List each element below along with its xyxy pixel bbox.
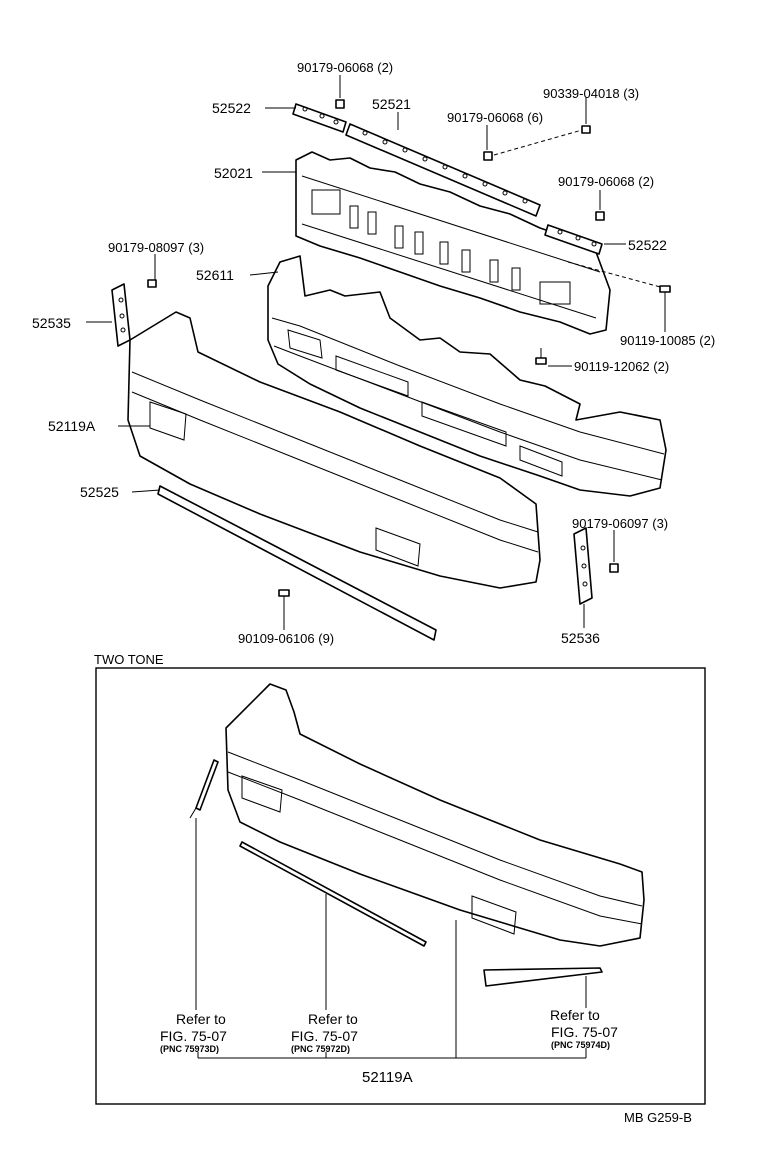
- svg-text:FIG. 75-07: FIG. 75-07: [291, 1028, 358, 1044]
- bracket-52522-left: [292, 103, 347, 133]
- svg-text:(PNC 75974D): (PNC 75974D): [551, 1040, 610, 1050]
- reference-note-75973D: Refer to FIG. 75-07 (PNC 75973D): [160, 1011, 227, 1054]
- svg-text:Refer to: Refer to: [308, 1011, 358, 1027]
- label-fastener-2: 90339-04018 (3): [543, 86, 639, 101]
- label-part-52535: 52535: [32, 315, 71, 331]
- label-part-52522-top: 52522: [212, 100, 251, 116]
- label-fastener-6: 90119-10085 (2): [620, 333, 715, 348]
- clip-nut-icon: [581, 125, 591, 134]
- label-part-52119A: 52119A: [48, 418, 96, 434]
- label-part-52536: 52536: [561, 630, 600, 646]
- bumper-cover-52119A: [127, 311, 541, 589]
- bolt-icon: [278, 589, 290, 610]
- label-fastener-5: 90179-08097 (3): [108, 240, 204, 255]
- clip-nut-icon: [595, 211, 605, 221]
- retainer-52535: [111, 283, 131, 347]
- label-fastener-1: 90179-06068 (2): [297, 60, 393, 75]
- energy-absorber-52611: [267, 255, 667, 497]
- two-tone-title: TWO TONE: [94, 652, 164, 667]
- label-part-52021: 52021: [214, 165, 253, 181]
- molding-75973D: [195, 759, 219, 811]
- clip-nut-icon: [147, 279, 157, 288]
- two-tone-frame: [95, 667, 706, 1105]
- retainer-52536: [573, 527, 593, 605]
- label-part-52522-right: 52522: [628, 237, 667, 253]
- svg-text:(PNC 75972D): (PNC 75972D): [291, 1044, 350, 1054]
- bumper-cover-two-tone: [225, 683, 645, 947]
- figure-code: MB G259-B: [624, 1110, 692, 1125]
- bolt-icon: [659, 285, 671, 306]
- label-fastener-9: 90109-06106 (9): [238, 631, 334, 646]
- svg-text:Refer to: Refer to: [176, 1011, 226, 1027]
- molding-75974D: [483, 967, 603, 987]
- clip-nut-icon: [483, 151, 493, 161]
- svg-text:Refer to: Refer to: [550, 1007, 600, 1023]
- bolt-icon: [535, 348, 547, 365]
- svg-text:(PNC 75973D): (PNC 75973D): [160, 1044, 219, 1054]
- label-part-52611: 52611: [196, 267, 234, 283]
- molding-75972D: [239, 841, 427, 947]
- label-fastener-8: 90179-06097 (3): [572, 516, 668, 531]
- label-fastener-7: 90119-12062 (2): [574, 359, 669, 374]
- label-part-52521: 52521: [372, 96, 411, 112]
- reference-note-75974D: Refer to FIG. 75-07 (PNC 75974D): [550, 1007, 618, 1050]
- svg-text:FIG. 75-07: FIG. 75-07: [160, 1028, 227, 1044]
- label-fastener-4: 90179-06068 (2): [558, 174, 654, 189]
- label-fastener-3: 90179-06068 (6): [447, 110, 543, 125]
- label-part-52525: 52525: [80, 484, 119, 500]
- bracket-52522-right: [544, 224, 603, 255]
- molding-52525: [157, 485, 437, 641]
- label-part-52119A-two-tone: 52119A: [362, 1069, 413, 1086]
- retainer-52521: [345, 123, 541, 217]
- clip-nut-icon: [609, 563, 619, 573]
- reference-note-75972D: Refer to FIG. 75-07 (PNC 75972D): [291, 1011, 358, 1054]
- svg-text:FIG. 75-07: FIG. 75-07: [551, 1024, 618, 1040]
- clip-nut-icon: [335, 99, 345, 109]
